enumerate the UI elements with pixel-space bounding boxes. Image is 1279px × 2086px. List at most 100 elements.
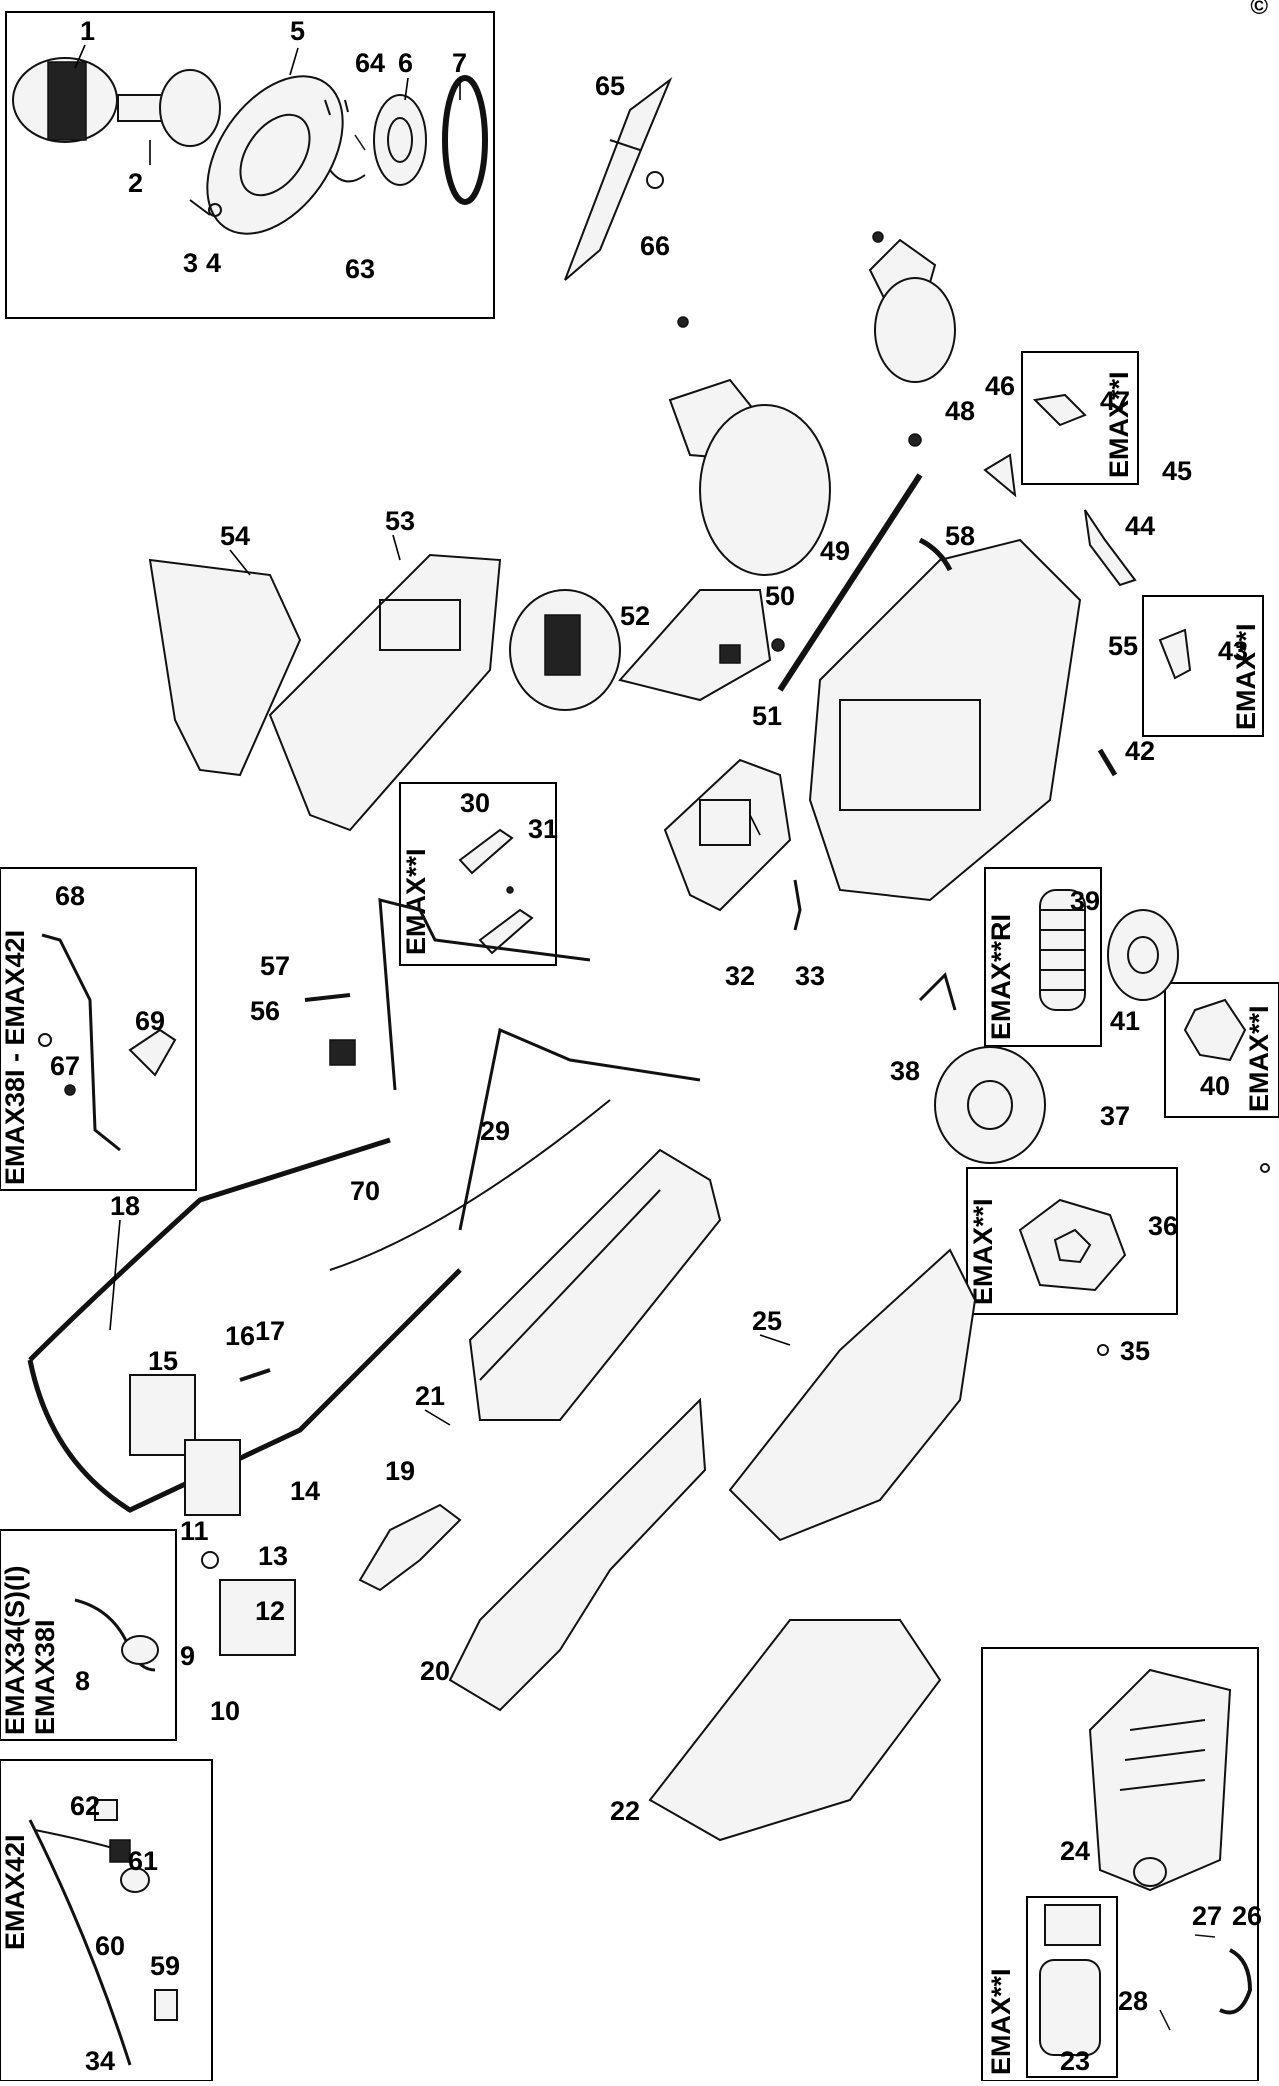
part-label: 63 — [345, 254, 375, 284]
part-label: 66 — [640, 231, 670, 261]
part-label: 31 — [528, 814, 558, 844]
part-label: 43 — [1218, 636, 1248, 666]
part-label: 36 — [1148, 1211, 1178, 1241]
part-label: 49 — [820, 536, 850, 566]
part-label: 32 — [725, 961, 755, 991]
part-label: 38 — [890, 1056, 920, 1086]
blade-assembly: 65 66 — [564, 71, 673, 281]
part-label: 35 — [1120, 1336, 1150, 1366]
part-label: 48 — [945, 396, 975, 426]
part-label: 59 — [150, 1951, 180, 1981]
box-title: EMAX**I — [1244, 1005, 1274, 1112]
leader-lines — [74, 44, 791, 1426]
part-label: 16 — [225, 1321, 255, 1351]
part-label: 44 — [1125, 511, 1155, 541]
part-label: 54 — [220, 521, 250, 551]
part-label: 53 — [385, 506, 415, 536]
part-label: 22 — [610, 1796, 640, 1826]
box-emaxi-23: EMAX**I 23 24 26 27 28 — [981, 1647, 1262, 2082]
box-title: EMAX**I — [968, 1198, 998, 1305]
part-label: 46 — [985, 371, 1015, 401]
part-label: 10 — [210, 1696, 240, 1726]
part-label: 13 — [258, 1541, 288, 1571]
part-label: 60 — [95, 1931, 125, 1961]
part-label: 40 — [1200, 1071, 1230, 1101]
part-label: 70 — [350, 1176, 380, 1206]
part-label: 30 — [460, 788, 490, 818]
part-label: 61 — [128, 1846, 158, 1876]
part-label: 25 — [752, 1306, 782, 1336]
part-label: 57 — [260, 951, 290, 981]
part-label: 2 — [128, 168, 143, 198]
front-wheels: 41 37 38 35 — [890, 909, 1270, 1366]
part-label: 8 — [75, 1666, 90, 1696]
part-label: 28 — [1118, 1986, 1148, 2016]
part-label: 45 — [1162, 456, 1192, 486]
box-title: EMAX**RI — [986, 914, 1016, 1040]
box-emaxi-43: EMAX**I 43 — [1142, 595, 1264, 737]
box-emax38i-emax42i: EMAX38I - EMAX42I 68 67 69 — [0, 867, 197, 1191]
box-emaxi-30: EMAX**I 30 31 — [399, 782, 558, 966]
box-title: EMAX**I — [986, 1968, 1016, 2075]
battery-pack: 32 33 — [663, 758, 825, 991]
box-emax34-emax38i: EMAX34(S)(I) EMAX38I 8 — [0, 1529, 177, 1741]
part-label: 68 — [55, 881, 85, 911]
box-emaxi-36: EMAX**I 36 — [966, 1167, 1178, 1315]
part-label: 7 — [452, 48, 467, 78]
part-label: 55 — [1108, 631, 1138, 661]
part-label: 52 — [620, 601, 650, 631]
box-title: EMAX**I — [401, 848, 431, 955]
part-label: 4 — [206, 248, 221, 278]
part-label: 34 — [85, 2046, 115, 2076]
copyright-mark: © — [1250, 0, 1268, 20]
part-label: 3 — [183, 248, 198, 278]
part-label: 50 — [765, 581, 795, 611]
handle-assembly: 18 15 16 17 14 13 12 11 9 10 56 57 70 29 — [27, 898, 701, 1726]
part-label: 58 — [945, 521, 975, 551]
part-label: 11 — [180, 1516, 209, 1546]
box-title: EMAX42I — [0, 1834, 30, 1950]
part-label: 18 — [110, 1191, 140, 1221]
part-label: 17 — [255, 1316, 285, 1346]
part-label: 20 — [420, 1656, 450, 1686]
part-label: 14 — [290, 1476, 320, 1506]
part-label: 37 — [1100, 1101, 1130, 1131]
part-label: 65 — [595, 71, 625, 101]
part-label: 15 — [148, 1346, 178, 1376]
box-emax42i: EMAX42I 62 61 60 59 34 — [0, 1759, 213, 2082]
deck-and-levers: 52 50 51 49 58 48 46 44 45 55 42 — [618, 371, 1192, 902]
part-label: 41 — [1110, 1006, 1140, 1036]
part-label: 23 — [1060, 2046, 1090, 2076]
part-label: 29 — [480, 1116, 510, 1146]
grass-catcher-parts: 21 19 20 25 22 — [358, 1148, 977, 1842]
part-label: 33 — [795, 961, 825, 991]
part-label: 24 — [1060, 1836, 1090, 1866]
box-title: EMAX34(S)(I) — [0, 1565, 30, 1735]
part-label: 9 — [180, 1641, 195, 1671]
part-label: 62 — [70, 1791, 100, 1821]
part-label: 27 — [1192, 1901, 1222, 1931]
box-title: EMAX38I - EMAX42I — [0, 930, 30, 1185]
box-emaxi-47: EMAX**I 47 — [1021, 351, 1139, 485]
box-emaxri-39: EMAX**RI 39 — [984, 867, 1102, 1047]
box-title: EMAX**I — [1231, 623, 1261, 730]
part-label: 26 — [1232, 1901, 1262, 1931]
part-label: 67 — [50, 1051, 80, 1081]
part-label: 42 — [1125, 736, 1155, 766]
part-label: 39 — [1070, 886, 1100, 916]
part-label: 69 — [135, 1006, 165, 1036]
upper-covers: 54 53 — [148, 506, 621, 832]
part-label: 56 — [250, 996, 280, 1026]
part-label: 19 — [385, 1456, 415, 1486]
box-emaxi-40: EMAX**I 40 — [1164, 982, 1279, 1118]
part-label: 21 — [415, 1381, 445, 1411]
part-label: 47 — [1100, 386, 1130, 416]
part-label: 64 — [355, 48, 385, 78]
rear-wheels-upper — [668, 231, 956, 576]
part-label: 51 — [752, 701, 782, 731]
box-title: EMAX38I — [30, 1619, 60, 1735]
box-title: EMAX**I — [1104, 371, 1134, 478]
part-label: 6 — [398, 48, 413, 78]
